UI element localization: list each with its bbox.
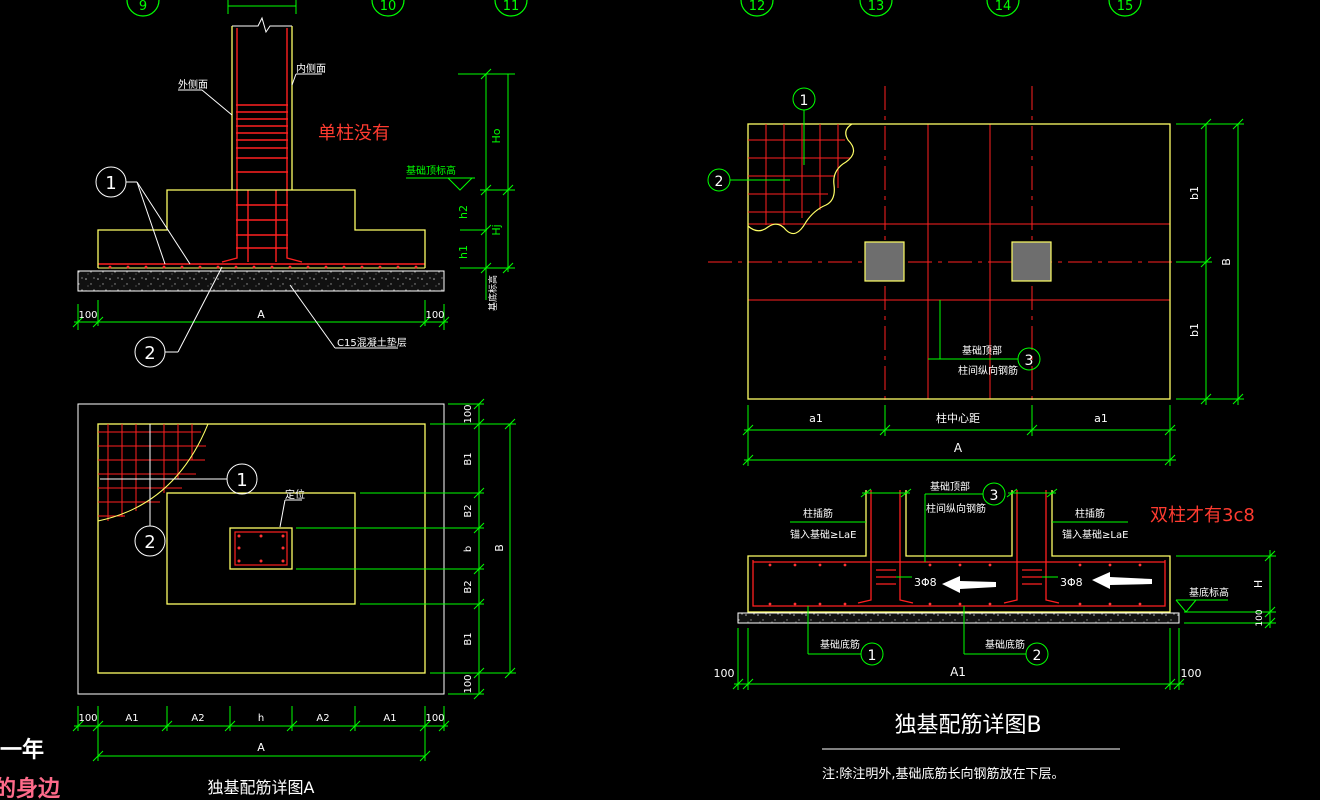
stirrup-right: 3Φ8: [1060, 576, 1083, 589]
section-a: 外侧面 内侧面 单柱没有 基础顶标高 Ho h2 h1 Hj 基底标高: [72, 0, 515, 368]
axis-label-9: 9: [139, 0, 147, 14]
axis-label-10: 10: [380, 0, 397, 14]
foundation-bottom-label: 基底标高: [487, 275, 499, 311]
plan-a-dim-bottom-5: A1: [383, 713, 396, 724]
section-b-dim-h: H: [1252, 580, 1265, 588]
axis-bubble-13: 13: [859, 0, 893, 17]
arrow-left: [942, 576, 996, 593]
single-column-note: 单柱没有: [318, 123, 390, 144]
plan-b-dim-bottom-1: 柱中心距: [936, 411, 980, 425]
plan-b-dim-right-0: b1: [1188, 186, 1201, 200]
bottom-rebar-label-2: 基础底筋: [985, 638, 1025, 651]
double-column-note: 双柱才有3c8: [1150, 505, 1255, 526]
plan-b-title: 独基配筋详图B: [894, 713, 1041, 738]
plan-b-dim-a: A: [954, 441, 963, 455]
axis-bubble-10: 10: [371, 0, 405, 17]
section-b-callout-3: 3: [990, 488, 999, 504]
axis-label-15: 15: [1117, 0, 1134, 14]
plan-a-callout-2: 2: [144, 532, 155, 553]
stirrup-left: 3Φ8: [914, 576, 937, 589]
axis-label-13: 13: [868, 0, 885, 14]
plan-b-top-rebar-label-1: 基础顶部: [962, 344, 1002, 357]
plan-a-callout-1: 1: [236, 470, 247, 491]
section-b-col-rebar-right-1: 柱插筋: [1075, 507, 1105, 520]
dim-a: A: [257, 308, 265, 321]
plan-b-dim-bottom-0: a1: [809, 412, 823, 425]
plan-a-dim-bottom-3: h: [258, 713, 264, 724]
section-b-callout-2-circle: [1025, 642, 1049, 666]
bottom-rebar-label-1: 基础底筋: [820, 638, 860, 651]
plan-a-dim-bottom-2: A2: [191, 713, 204, 724]
dim-h1: h1: [457, 245, 470, 259]
section-b-callout-2: 2: [1033, 648, 1042, 664]
overlay-text: 一年 的身边: [0, 737, 61, 800]
callout-2: 2: [144, 343, 155, 364]
plan-a-dim-right-1: B1: [463, 452, 474, 465]
axis-label-14: 14: [995, 0, 1012, 14]
axis-bubble-15: 15: [1108, 0, 1142, 17]
foundation-top-label: 基础顶标高: [406, 164, 456, 177]
section-b-dim-a1: A1: [950, 665, 966, 679]
axis-bubbles: 9 10 11 12 13 14 15: [126, 0, 1142, 17]
plan-a-dim-bottom-1: A1: [125, 713, 138, 724]
axis-bubble-14: 14: [986, 0, 1020, 17]
plan-a-dim-right-2: B2: [463, 504, 474, 517]
plan-b: 1 2 3 基础顶部 柱间纵向钢筋 b1 b1 B: [707, 86, 1244, 466]
plan-b-dim-right-1: b1: [1188, 323, 1201, 337]
plan-a-title: 独基配筋详图A: [208, 778, 315, 797]
outer-face-label: 外侧面: [178, 78, 208, 91]
plan-a-dim-right-4: B2: [463, 580, 474, 593]
plan-b-callout-1: 1: [800, 93, 809, 109]
dim-100-left: 100: [78, 310, 97, 321]
plan-b-callout-2: 2: [715, 174, 724, 190]
section-b-dim-100-end: 100: [1181, 667, 1202, 680]
plan-a-dim-a: A: [257, 741, 265, 754]
dim-100-right: 100: [425, 310, 444, 321]
section-b-col-rebar-right-2: 锚入基础≥LaE: [1062, 528, 1128, 541]
inner-face-label: 内侧面: [296, 62, 326, 75]
plan-b-note: 注:除注明外,基础底筋长向钢筋放在下层。: [822, 766, 1065, 782]
axis-bubble-12: 12: [740, 0, 774, 17]
section-b-col-rebar-left-1: 柱插筋: [803, 507, 833, 520]
section-b-dim-100-right: 100: [1255, 609, 1265, 626]
section-b-col-rebar-left-2: 锚入基础≥LaE: [790, 528, 856, 541]
arrow-right: [1092, 572, 1152, 589]
cushion-label: C15混凝土垫层: [337, 336, 407, 349]
dim-h0: Ho: [490, 128, 503, 143]
plan-b-dim-b: B: [1220, 258, 1233, 266]
plan-a-dim-bottom-4: A2: [316, 713, 329, 724]
overlay-line-1: 一年: [0, 737, 44, 763]
plan-a-dim-b: B: [493, 544, 506, 552]
dim-hj: Hj: [490, 224, 503, 235]
plan-b-top-rebar-label-2: 柱间纵向钢筋: [958, 364, 1018, 377]
section-b-callout-1-circle: [860, 642, 884, 666]
section-b-top-label-2: 柱间纵向钢筋: [926, 502, 986, 515]
plan-a-dim-right-3: b: [463, 546, 474, 552]
axis-bubble-9: 9: [126, 0, 160, 17]
column-label: 定位: [285, 488, 305, 501]
section-b-callout-1: 1: [868, 648, 877, 664]
section-b-dim-100-left: 100: [714, 667, 735, 680]
plan-a-dim-bottom-6: 100: [425, 713, 444, 724]
plan-b-callout-3: 3: [1025, 353, 1034, 369]
dim-h2: h2: [457, 205, 470, 219]
section-b: 3 基础顶部 柱间纵向钢筋 柱插筋 锚入基础≥LaE 柱插筋 锚入基础≥LaE …: [714, 480, 1276, 782]
plan-b-dim-bottom-2: a1: [1094, 412, 1108, 425]
bottom-level-label: 基底标高: [1189, 586, 1229, 599]
plan-a: 定位 1 2 1: [72, 398, 516, 797]
plan-a-dim-right-5: B1: [463, 632, 474, 645]
axis-label-11: 11: [503, 0, 520, 14]
section-b-top-label-1: 基础顶部: [930, 480, 970, 493]
plan-a-dim-bottom-0: 100: [78, 713, 97, 724]
overlay-line-2: 的身边: [0, 776, 61, 800]
plan-a-dim-right-0: 100: [463, 404, 474, 423]
callout-1: 1: [105, 173, 116, 194]
axis-label-12: 12: [749, 0, 766, 14]
plan-a-dim-right-6: 100: [463, 674, 474, 693]
axis-bubble-11: 11: [494, 0, 528, 17]
